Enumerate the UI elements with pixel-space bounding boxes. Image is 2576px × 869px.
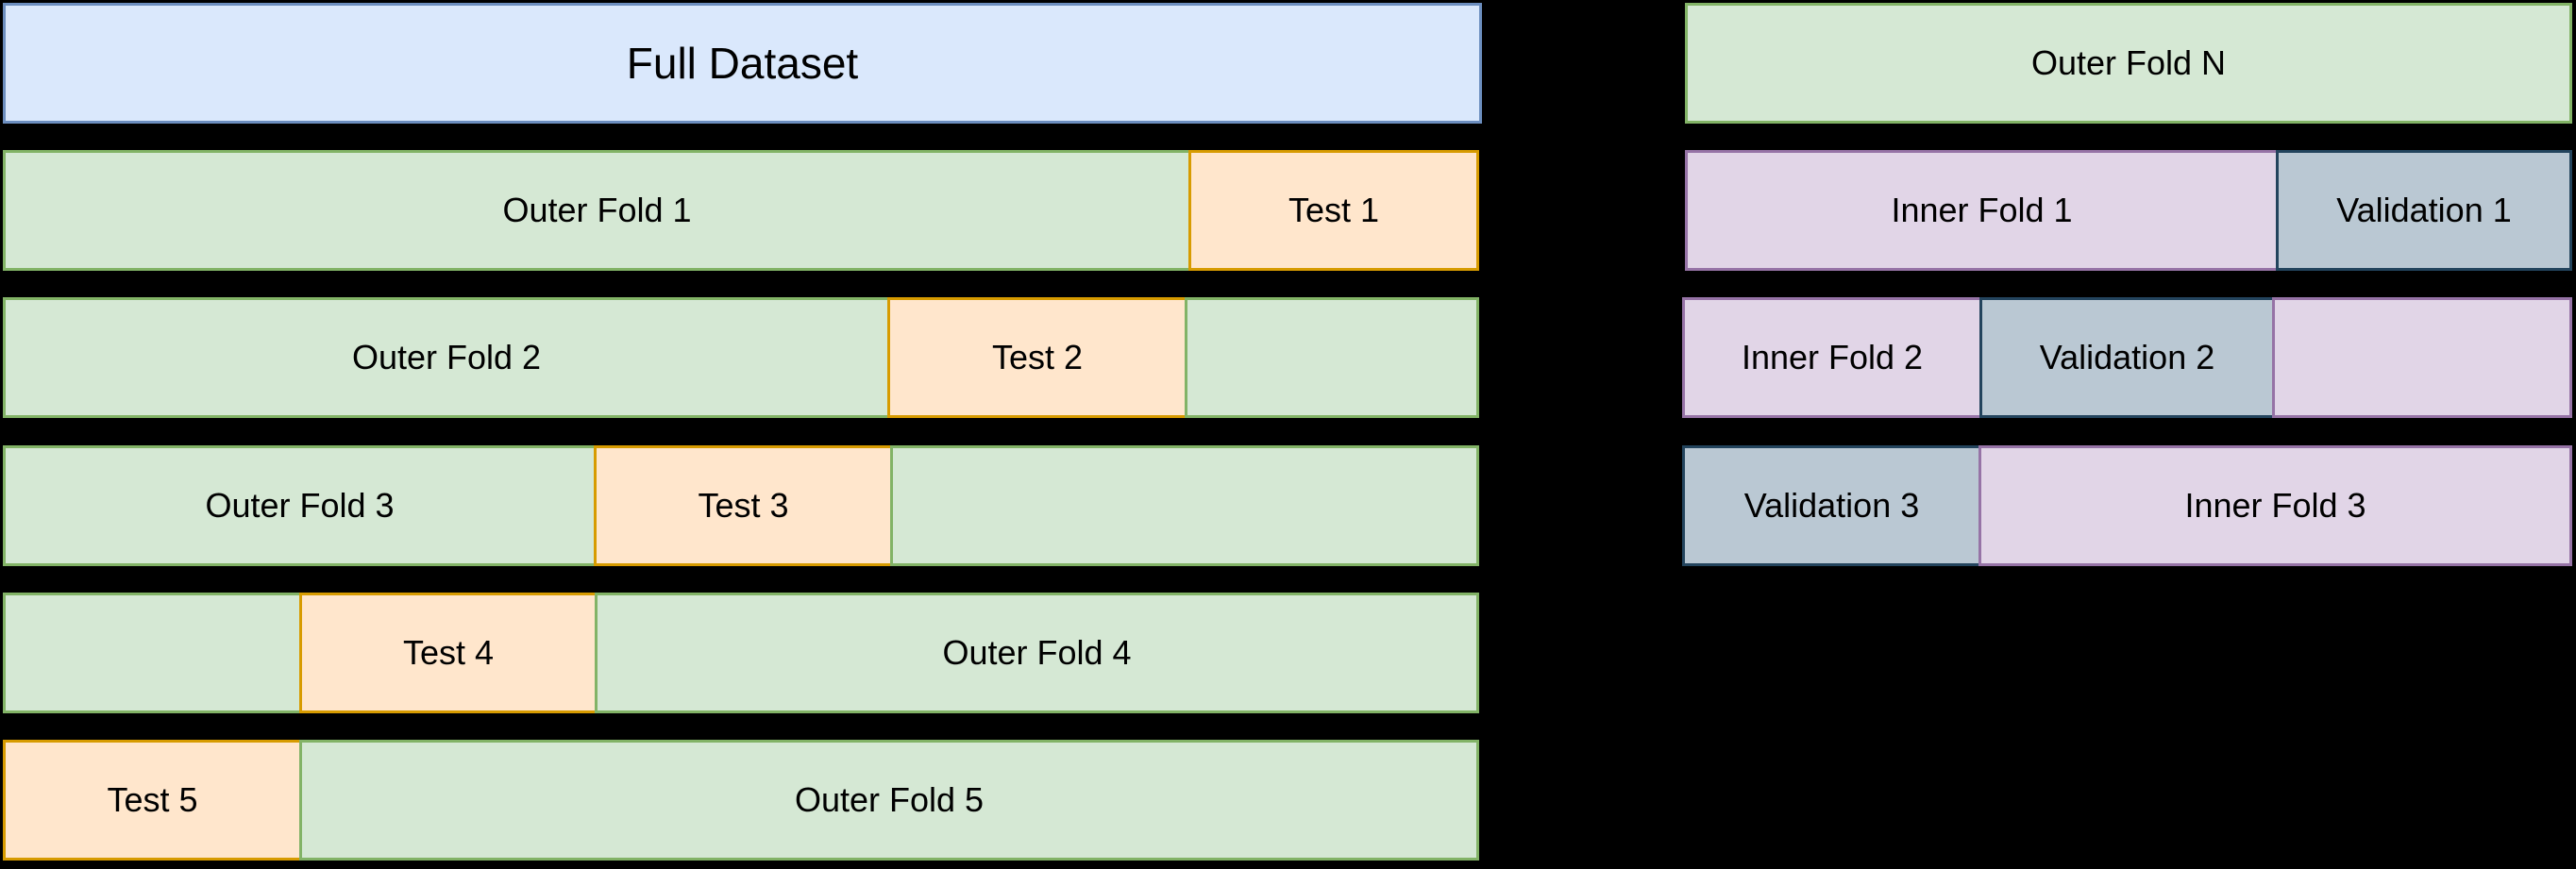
validation-1-box: Validation 1: [2276, 150, 2572, 271]
outer-fold-4-box: Outer Fold 4: [595, 593, 1479, 713]
outer-fold-1-label: Outer Fold 1: [502, 191, 692, 229]
validation-1-label: Validation 1: [2336, 191, 2512, 229]
outer-fold-2-label: Outer Fold 2: [351, 338, 542, 376]
test-5-label: Test 5: [107, 780, 198, 819]
outer-fold-3-tail-box: [890, 445, 1479, 566]
outer-fold-n-box: Outer Fold N: [1685, 3, 2572, 124]
test-1-label: Test 1: [1288, 191, 1380, 229]
test-4-label: Test 4: [402, 633, 495, 672]
test-2-box: Test 2: [887, 297, 1187, 418]
inner-fold-1-label: Inner Fold 1: [1891, 191, 2073, 229]
inner-fold-1-box: Inner Fold 1: [1685, 150, 2279, 271]
outer-fold-5-box: Outer Fold 5: [299, 740, 1479, 861]
outer-fold-2-box: Outer Fold 2: [3, 297, 890, 418]
full-dataset-box: Full Dataset: [3, 3, 1482, 124]
test-1-box: Test 1: [1188, 150, 1479, 271]
inner-fold-2-tail-box: [2272, 297, 2572, 418]
inner-fold-2-box: Inner Fold 2: [1682, 297, 1982, 418]
test-4-box: Test 4: [299, 593, 598, 713]
inner-fold-3-box: Inner Fold 3: [1978, 445, 2572, 566]
outer-fold-3-box: Outer Fold 3: [3, 445, 597, 566]
validation-3-label: Validation 3: [1743, 486, 1920, 525]
outer-fold-n-label: Outer Fold N: [2030, 43, 2227, 82]
outer-fold-2-tail-box: [1185, 297, 1479, 418]
validation-3-box: Validation 3: [1682, 445, 1981, 566]
inner-fold-2-label: Inner Fold 2: [1741, 338, 1924, 376]
test-2-label: Test 2: [991, 338, 1084, 376]
test-3-box: Test 3: [594, 445, 893, 566]
outer-fold-4-head-box: [3, 593, 302, 713]
outer-fold-5-label: Outer Fold 5: [794, 780, 985, 819]
test-3-label: Test 3: [698, 486, 789, 525]
outer-fold-3-label: Outer Fold 3: [205, 486, 395, 525]
outer-fold-1-box: Outer Fold 1: [3, 150, 1191, 271]
validation-2-box: Validation 2: [1979, 297, 2275, 418]
outer-fold-4-label: Outer Fold 4: [942, 633, 1132, 672]
inner-fold-3-label: Inner Fold 3: [2184, 486, 2366, 525]
full-dataset-label: Full Dataset: [626, 39, 859, 88]
validation-2-label: Validation 2: [2039, 338, 2215, 376]
test-5-box: Test 5: [3, 740, 302, 861]
